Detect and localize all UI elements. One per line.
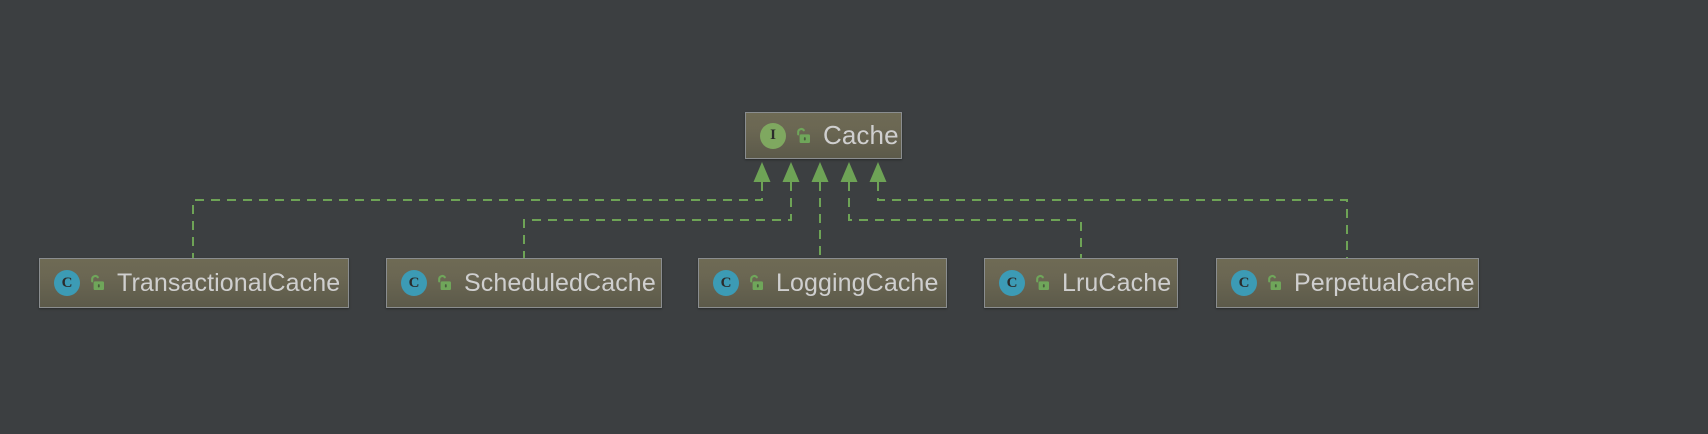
realization-edge-logging-cache xyxy=(811,162,829,258)
unlock-icon xyxy=(1036,275,1049,290)
arrowhead-triangle-icon xyxy=(753,162,771,182)
unlock-icon xyxy=(1268,275,1281,290)
arrowhead-triangle-icon xyxy=(811,162,829,182)
node-label-scheduled-cache: ScheduledCache xyxy=(464,268,656,297)
unlock-icon xyxy=(91,275,104,290)
realization-edge-transactional-cache xyxy=(192,162,771,258)
class-badge-icon: C xyxy=(1231,270,1257,296)
class-badge-icon: C xyxy=(54,270,80,296)
uml-node-lru-cache[interactable]: C LruCache xyxy=(984,258,1178,308)
arrowhead-triangle-icon xyxy=(840,162,858,182)
realization-edge-scheduled-cache xyxy=(523,162,800,258)
realization-line xyxy=(192,182,763,258)
realization-line xyxy=(523,182,792,258)
node-label-perpetual-cache: PerpetualCache xyxy=(1294,268,1475,297)
realization-line xyxy=(848,182,1082,258)
uml-node-cache[interactable]: I Cache xyxy=(745,112,902,159)
unlock-icon xyxy=(797,127,810,143)
unlock-icon xyxy=(438,275,451,290)
uml-node-transactional-cache[interactable]: C TransactionalCache xyxy=(39,258,349,308)
realization-line xyxy=(877,182,1348,258)
unlock-icon xyxy=(750,275,763,290)
uml-node-perpetual-cache[interactable]: C PerpetualCache xyxy=(1216,258,1479,308)
realization-edge-perpetual-cache xyxy=(869,162,1348,258)
node-label-lru-cache: LruCache xyxy=(1062,268,1172,297)
uml-node-scheduled-cache[interactable]: C ScheduledCache xyxy=(386,258,662,308)
arrowhead-triangle-icon xyxy=(782,162,800,182)
node-label-cache: Cache xyxy=(823,120,899,150)
arrowhead-triangle-icon xyxy=(869,162,887,182)
node-label-logging-cache: LoggingCache xyxy=(776,268,939,297)
node-label-transactional-cache: TransactionalCache xyxy=(117,268,341,297)
class-badge-icon: C xyxy=(999,270,1025,296)
class-badge-icon: C xyxy=(713,270,739,296)
realization-edge-lru-cache xyxy=(840,162,1082,258)
class-badge-icon: C xyxy=(401,270,427,296)
uml-node-logging-cache[interactable]: C LoggingCache xyxy=(698,258,947,308)
interface-badge-icon: I xyxy=(760,122,786,149)
